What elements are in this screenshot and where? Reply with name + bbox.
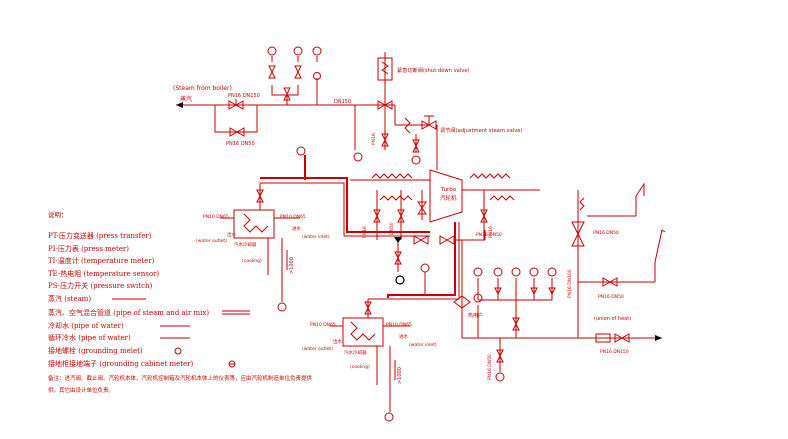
adjustment-valve-label: 调节阀(adjustment steam valve) [440, 126, 523, 134]
vert-spec: PN16 [371, 133, 377, 145]
temperature-meter-icon [420, 263, 430, 273]
legend-item: PI-压力表 (press meter) [48, 244, 129, 253]
temperature-meter-icon [313, 72, 321, 80]
drain-trap-icon [277, 302, 287, 312]
pressure-gauge-icon [293, 46, 303, 56]
turbine: Turbo 汽轮机 PN16 DN50 PN16 [350, 169, 540, 240]
temperature-meter-icon [473, 293, 483, 303]
bypass-gate-valve [229, 127, 245, 137]
inlet-cn: 进水 [399, 333, 408, 340]
legend-item: TI-温度计 (temperature meter) [48, 256, 155, 265]
cooler-cn: 汽水冷却器 [344, 349, 367, 356]
pressure-gauge-icon [267, 46, 277, 56]
mid-pipe-spec: PN16 DN100 [567, 269, 573, 298]
pressure-gauge-icon [547, 267, 557, 277]
left-cooler-spec-in: PN10 DN65 [280, 214, 306, 220]
right-bot-spec: PN16 DN50 [598, 294, 624, 300]
water-inlet-label: (water inlet) [302, 234, 330, 240]
drain-trap-icon [353, 152, 363, 162]
pressure-gauge-icon [511, 267, 521, 277]
main-valve-spec: PN16 DN150 [228, 93, 260, 99]
header-dn-label: DN150 [334, 99, 351, 105]
outlet-cn: 出水 [333, 338, 342, 345]
right-top-spec: PN16 DN50 [593, 230, 619, 236]
legend-item: 接地螺栓 (grounding melet) [48, 346, 143, 355]
ground-melet-icon [395, 275, 405, 285]
legend: 说明： PT-压力变送器 (press transfer) PI-压力表 (pr… [48, 210, 313, 394]
exhaust-spec: PN16 DN50 [476, 232, 502, 238]
flow-meter-icon [595, 333, 611, 343]
bottom-spec: PN16 DN50 [487, 354, 493, 380]
bypass-valve-spec: PN16 DN50 [226, 141, 255, 147]
right-cooler-spec-in: PN10 DN65 [386, 322, 412, 328]
legend-note: 供，其它由设计单位负责。 [48, 386, 114, 394]
water-outlet-label: (water outlet) [302, 346, 333, 352]
steam-air-mix-pipes: PN16 DN50 [256, 146, 502, 318]
legend-item: TE-热电阻 (temperature sensor) [48, 269, 159, 278]
drain-height: >1000 [289, 257, 295, 274]
turbo-label-en: Turbo [440, 187, 457, 193]
pressure-gauge-icon [312, 46, 322, 56]
legend-title: 说明： [48, 210, 68, 219]
pressure-gauge-icon [473, 267, 483, 277]
steam-source-label-cn: 蒸汽 [180, 95, 192, 103]
ground-melet-icon [174, 347, 182, 355]
cooler-box [233, 209, 275, 239]
outlet-cn: 出水 [227, 231, 236, 238]
water-inlet-label: (water inlet) [409, 342, 437, 348]
shut-down-valve-label: 紧急切断阀(shut down valve) [397, 66, 470, 74]
legend-note: 备注：进汽阀、截止阀、汽轮机本体、汽轮机控制箱及汽轮机本体上的仪表等，应由汽轮机… [48, 374, 313, 382]
water-outlet-label: (water outlet) [196, 238, 227, 244]
union-spec: PN16 DN150 [600, 349, 629, 355]
drain-trap-icon [411, 155, 421, 165]
cooler-box [342, 317, 384, 347]
main-gate-valve [228, 99, 244, 110]
steam-source-label: (Steam from boiler) [173, 85, 232, 92]
heat-user-label: 热用户 [468, 312, 483, 319]
cooling-label: (cooling) [350, 364, 370, 370]
turbo-drain-spec: DN50 [389, 222, 395, 235]
shut-down-valve-actuator [377, 57, 393, 81]
right-cooler-spec-out: PN10 DN65 [310, 322, 336, 328]
drain-trap-icon [384, 412, 394, 422]
inlet-cn: 进水 [292, 225, 301, 232]
adjustment-valve [421, 115, 437, 130]
turbo-drain-spec: PN16 [488, 226, 494, 238]
cooling-label: (cooling) [242, 258, 262, 264]
left-cooler-spec-out: PN10 DN65 [203, 214, 229, 220]
drain-trap-icon [495, 372, 505, 382]
legend-item: 蒸汽 (steam) [48, 294, 91, 303]
legend-item: PS-压力开关 (pressure switch) [48, 281, 153, 290]
turbo-label-cn: 汽轮机 [440, 194, 457, 202]
drain-height: >1000 [397, 367, 403, 384]
steam-header: (Steam from boiler) 蒸汽 PN16 DN150 PN16 D… [173, 46, 395, 147]
cooler-cn: 汽水冷却器 [234, 241, 257, 248]
legend-item: 蒸汽、空气混合管道 (pipe of steam and air mix) [48, 308, 209, 317]
right-cooler: PN10 DN65 PN10 DN65 (water outlet) (wate… [302, 317, 437, 422]
legend-item: 循环冷水 (pipe of water) [48, 333, 131, 342]
pressure-switch-icon [296, 146, 306, 156]
pressure-gauge-icon [493, 267, 503, 277]
left-cooler: PN10 DN65 PN10 DN65 (water outlet) (wate… [196, 209, 330, 312]
legend-item: 冷却水 (pipe of water) [48, 321, 124, 330]
union-of-heat-label: (union of heat) [594, 316, 631, 322]
legend-item: 接地柜接地端子 (grounding cabinet meter) [48, 359, 194, 368]
heat-union: PN16 DN50 PN16 DN50 PN16 DN100 (union of… [453, 182, 666, 382]
legend-item: PT-压力变送器 (press transfer) [48, 231, 152, 240]
shut-down-valve-assembly: 紧急切断阀(shut down valve) 调节阀(adjustment st… [353, 52, 523, 170]
pressure-gauge-icon [529, 267, 539, 277]
